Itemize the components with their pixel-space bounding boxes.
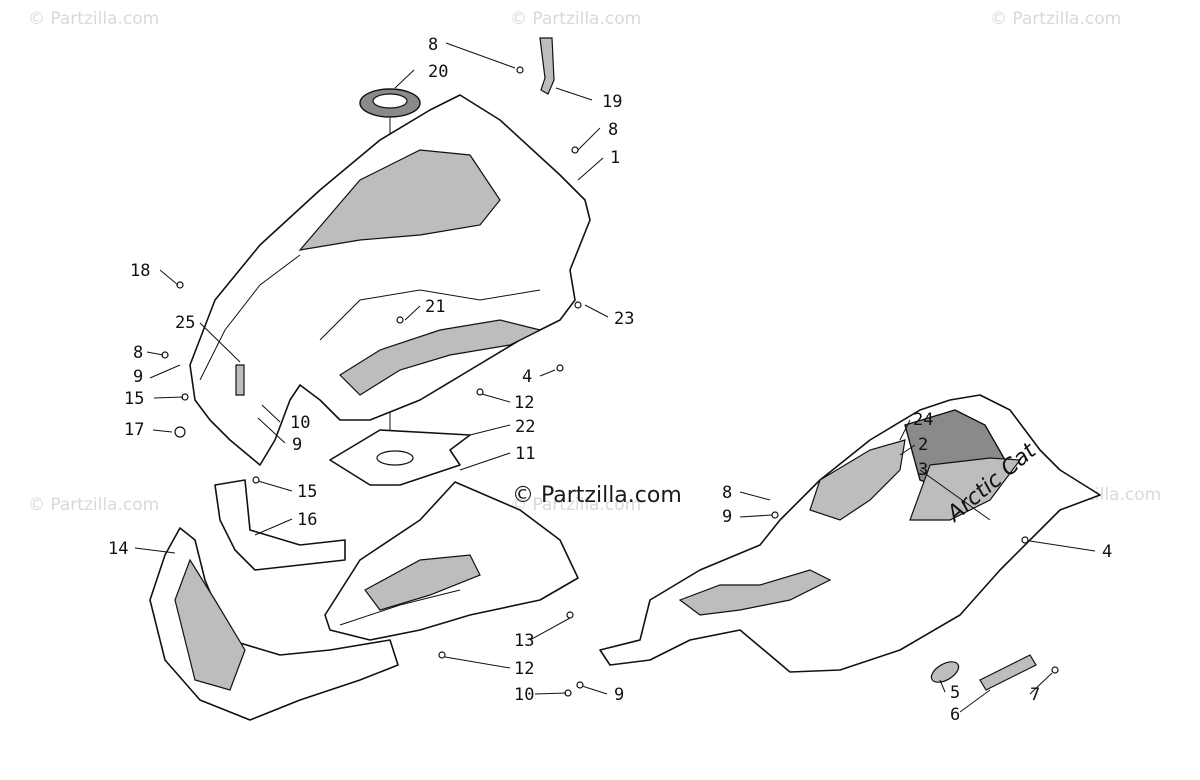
part-5-plug <box>930 661 960 683</box>
part-2-side-panel: Arctic Cat <box>599 394 1101 673</box>
callout-8-br: 8 <box>722 483 732 503</box>
callout-8-top: 8 <box>428 35 438 55</box>
watermark-top-center: © Partzilla.com <box>510 9 641 29</box>
watermark-mid-center: © Partzilla.com <box>510 495 641 515</box>
callout-16: 16 <box>297 510 317 530</box>
part-19-bracket <box>539 37 555 95</box>
callout-20: 20 <box>428 62 448 82</box>
leader-lines <box>134 42 1096 713</box>
callout-25: 25 <box>175 313 195 333</box>
watermark-mid-left: © Partzilla.com <box>28 495 159 515</box>
callout-6: 6 <box>950 705 960 725</box>
part-20-seal-ring <box>359 88 421 118</box>
part-16-cover <box>214 479 346 571</box>
callout-15-left: 15 <box>124 389 144 409</box>
callout-8-right: 8 <box>608 120 618 140</box>
callout-9-low: 9 <box>614 685 624 705</box>
watermark-top-right: © Partzilla.com <box>990 9 1121 29</box>
callout-14: 14 <box>108 539 128 559</box>
callout-10-left: 10 <box>290 413 310 433</box>
callout-4-mid: 4 <box>522 367 532 387</box>
callout-22: 22 <box>515 417 535 437</box>
callouts: 8 20 19 8 1 18 21 23 25 8 9 4 15 10 12 1… <box>108 35 1112 725</box>
callout-17: 17 <box>124 420 144 440</box>
callout-7: 7 <box>1030 685 1040 705</box>
part-24-decal <box>809 439 906 521</box>
part-22-plate <box>329 429 471 486</box>
callout-12-mid: 12 <box>514 393 534 413</box>
callout-1: 1 <box>610 148 620 168</box>
callout-18: 18 <box>130 261 150 281</box>
callout-9-mid: 9 <box>292 435 302 455</box>
watermark-center: © Partzilla.com <box>512 483 682 508</box>
part-14-front-bumper <box>149 527 399 721</box>
callout-15-low: 15 <box>297 482 317 502</box>
callout-4-right: 4 <box>1102 542 1112 562</box>
callout-11: 11 <box>515 444 535 464</box>
hardware-fasteners <box>161 66 1059 697</box>
callout-5: 5 <box>950 683 960 703</box>
watermark-top-left: © Partzilla.com <box>28 9 159 29</box>
callout-3: 3 <box>918 460 928 480</box>
callout-13: 13 <box>514 631 534 651</box>
callout-21: 21 <box>425 297 445 317</box>
callout-9-left: 9 <box>133 367 143 387</box>
part-6-plate <box>979 654 1037 691</box>
callout-23: 23 <box>614 309 634 329</box>
callout-10-low: 10 <box>514 685 534 705</box>
callout-12-low: 12 <box>514 659 534 679</box>
part-11-lower-pan <box>324 481 579 641</box>
callout-8-left: 8 <box>133 343 143 363</box>
callout-2: 2 <box>918 435 928 455</box>
callout-19: 19 <box>602 92 622 112</box>
part-1-upper-body <box>189 94 591 466</box>
callout-24: 24 <box>913 410 933 430</box>
callout-9-br: 9 <box>722 507 732 527</box>
